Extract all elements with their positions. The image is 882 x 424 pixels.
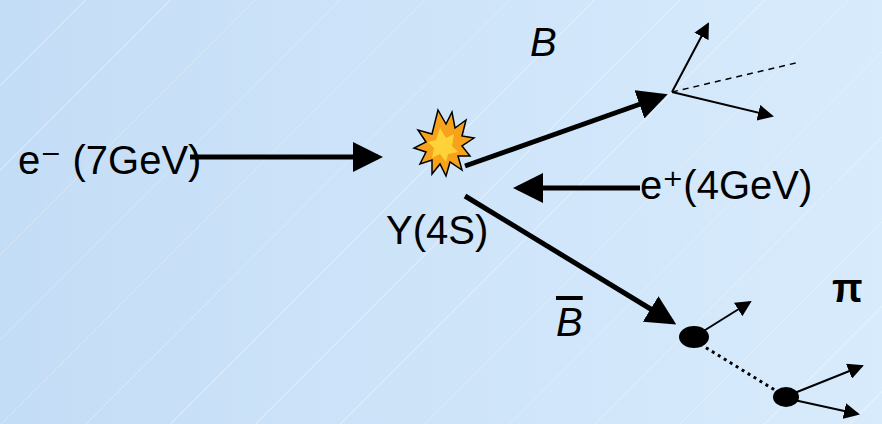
particle-label: π xyxy=(832,268,863,308)
b-meson-track xyxy=(465,96,663,166)
decay-track xyxy=(792,366,862,394)
neutral-track xyxy=(672,62,800,92)
pion-track xyxy=(702,302,750,332)
beam-label: e⁺(4GeV) xyxy=(640,165,812,205)
collision-burst-core xyxy=(428,128,458,162)
particle-label: B xyxy=(530,22,557,62)
particle-label: B xyxy=(556,298,583,342)
decay-track xyxy=(794,400,858,414)
decay-vertex xyxy=(773,387,799,407)
decay-track xyxy=(672,24,708,92)
decay-track xyxy=(672,92,772,116)
positron-beam-arrow xyxy=(518,186,640,191)
beam-label: e⁻ (7GeV) xyxy=(18,140,201,180)
resonance-label: Υ(4S) xyxy=(386,210,488,250)
electron-beam-arrow xyxy=(190,155,378,160)
neutral-flight-line xyxy=(700,344,778,392)
collision-burst xyxy=(414,110,474,176)
